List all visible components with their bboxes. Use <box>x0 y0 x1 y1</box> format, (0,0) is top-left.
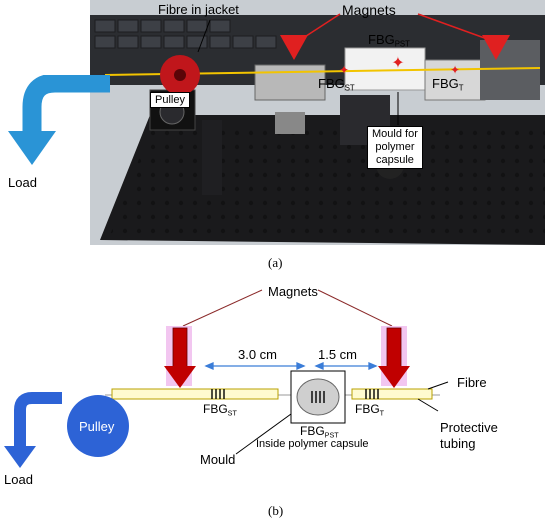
fbg-st-grating <box>211 389 225 399</box>
schematic-diagram <box>4 289 449 468</box>
mould-label-a: Mould for polymer capsule <box>367 126 423 169</box>
magnet-marker-left <box>280 35 308 60</box>
annotation-layer-a: ✦ ✦ ✦ <box>197 13 510 125</box>
fbg-t-grating <box>365 389 379 399</box>
experimental-setup-photo <box>90 0 545 245</box>
pulley-box-label-a: Pulley <box>150 92 190 108</box>
magnets-label-a: Magnets <box>342 2 396 18</box>
panel-b-label: (b) <box>268 503 284 518</box>
load-arrow-b <box>14 392 62 448</box>
magnet-left <box>164 327 196 388</box>
fbg-pst-grating <box>311 391 325 403</box>
pulley-b <box>67 395 129 457</box>
polymer-capsule <box>296 378 340 416</box>
fbg-t-label-a: FBGT <box>432 76 464 93</box>
fibre-in-jacket-label: Fibre in jacket <box>158 2 239 17</box>
inside-capsule-label: Inside polymer capsule <box>256 438 369 450</box>
fbg-st-label-b: FBGST <box>203 402 237 418</box>
magnets-label-b: Magnets <box>268 284 318 299</box>
load-label-b: Load <box>4 472 33 487</box>
fbg-pst-label-b: FBGPST <box>300 424 339 440</box>
photo-illustration <box>90 0 545 245</box>
load-arrow-a <box>8 75 110 165</box>
mould-label-b: Mould <box>200 452 236 467</box>
load-label-a: Load <box>8 175 37 190</box>
distance-1-5cm-label: 1.5 cm <box>318 347 358 362</box>
fbg-st-label-a: FBGST <box>318 76 355 93</box>
magnet-right <box>378 327 410 388</box>
svg-text:✦: ✦ <box>339 63 349 77</box>
panel-a-label: (a) <box>268 255 283 270</box>
distance-3cm-label: 3.0 cm <box>238 347 278 362</box>
svg-text:✦: ✦ <box>450 63 460 77</box>
fibre-label-b: Fibre <box>457 375 487 390</box>
fbg-t-label-b: FBGT <box>355 402 385 418</box>
protective-tubing-label: Protective tubing <box>440 420 498 451</box>
magnet-marker-right <box>482 35 510 60</box>
svg-text:✦: ✦ <box>391 55 404 72</box>
pulley-label-b: Pulley <box>79 419 115 434</box>
fbg-pst-label-a: FBGPST <box>368 32 410 49</box>
